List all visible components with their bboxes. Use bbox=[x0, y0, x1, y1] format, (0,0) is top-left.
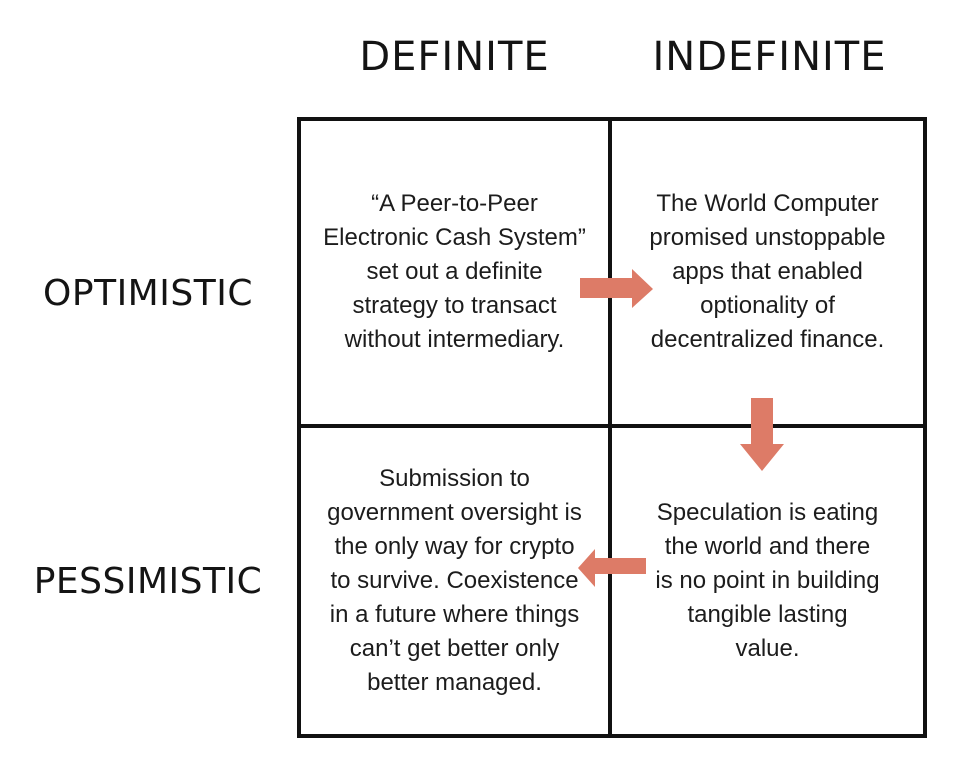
matrix-grid: “A Peer-to-Peer Electronic Cash System” … bbox=[297, 117, 927, 738]
cell-optimistic-indefinite: The World Computer promised unstoppable … bbox=[612, 121, 923, 428]
cell-pessimistic-indefinite: Speculation is eating the world and ther… bbox=[655, 498, 880, 662]
row-label-optimistic: OPTIMISTIC bbox=[43, 272, 253, 314]
column-headers: DEFINITE INDEFINITE bbox=[297, 30, 927, 84]
column-header-indefinite: INDEFINITE bbox=[652, 34, 887, 80]
column-header-definite: DEFINITE bbox=[359, 34, 550, 80]
row-label-pessimistic: PESSIMISTIC bbox=[33, 560, 263, 602]
cell-optimistic-definite: “A Peer-to-Peer Electronic Cash System” … bbox=[301, 121, 612, 428]
cell-pessimistic-definite: Submission to government oversight is th… bbox=[301, 427, 612, 734]
